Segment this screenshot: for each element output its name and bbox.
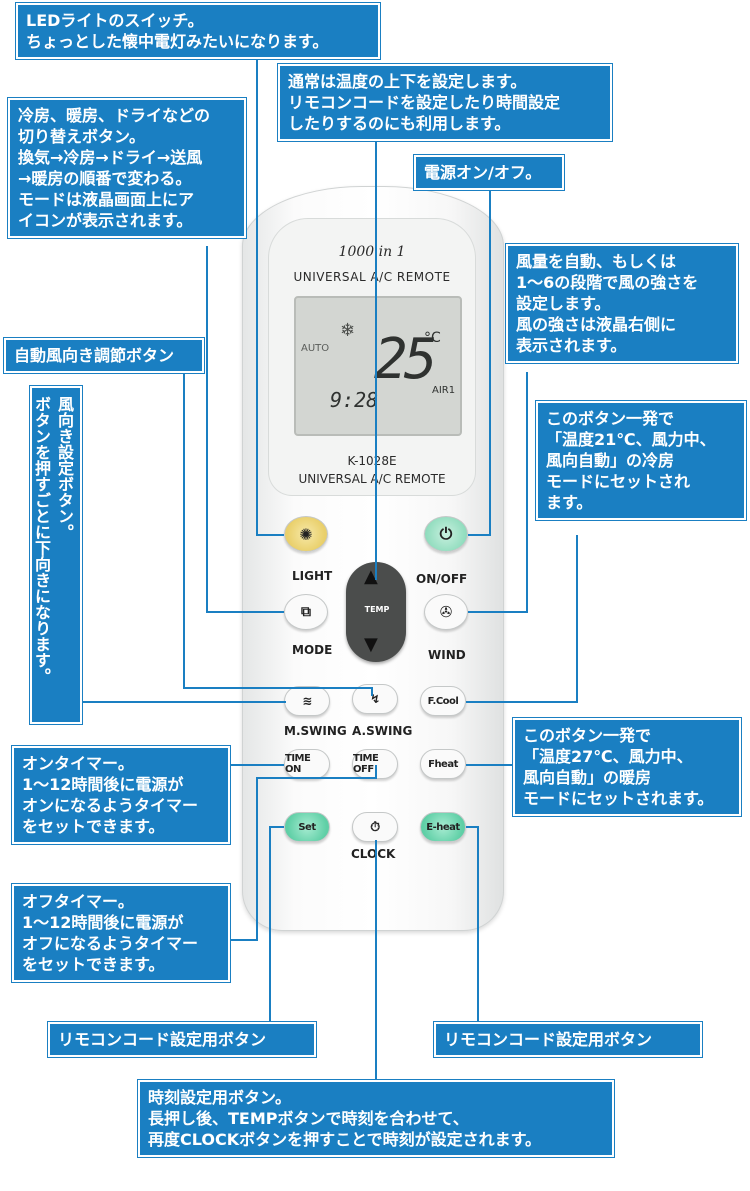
fcool-button[interactable]: F.Cool [420, 686, 466, 716]
callout-wind: 風量を自動、もしくは 1～6の段階で風の強さを 設定します。 風の強さは液晶右側… [506, 244, 738, 363]
eheat-button[interactable]: E-heat [420, 812, 466, 842]
fheat-button[interactable]: Fheat [420, 749, 466, 779]
lcd-temperature: 25 [374, 327, 437, 392]
brand-subtitle: UNIVERSAL A/C REMOTE [293, 270, 451, 284]
fan-icon: ❄ [340, 320, 356, 341]
leader-mode [206, 246, 284, 613]
temp-down-icon: ▼ [364, 634, 378, 655]
light-button[interactable]: ✺ [284, 516, 328, 552]
lcd-screen [294, 296, 462, 436]
clock-icon: ⏱ [370, 819, 380, 835]
callout-mode: 冷房、暖房、ドライなどの 切り替えボタン。 換気→冷房→ドライ→送風 →暖房の順… [8, 98, 246, 238]
swing-icon: ≋ [302, 694, 312, 708]
callout-clock: 時刻設定用ボタン。 長押し後、TEMPボタンで時刻を合わせて、 再度CLOCKボ… [138, 1080, 614, 1157]
leader-timeoff [224, 765, 377, 941]
lcd-mode: AUTO [301, 343, 330, 354]
auto-swing-icon: ↯ [370, 692, 380, 706]
callout-power: 電源オン/オフ。 [414, 155, 564, 190]
lightbulb-icon: ✺ [299, 524, 313, 544]
temp-label: TEMP [364, 605, 390, 614]
mode-icon: ⧉ [301, 604, 311, 620]
callout-fheat: このボタン一発で 「温度27℃、風力中、 風向自動」の暖房 モードにセットされま… [513, 718, 741, 816]
mswing-label: M.SWING [284, 724, 347, 738]
clock-button[interactable]: ⏱ [352, 812, 398, 842]
callout-mswing: 風向き設定ボタン。 ボタンを押すごとに下向きになります。 [30, 386, 82, 724]
mode-label: MODE [292, 643, 333, 657]
callout-temp: 通常は温度の上下を設定します。 リモコンコードを設定したり時間設定 したりするの… [278, 64, 612, 141]
leader-wind [468, 372, 528, 613]
callout-aswing: 自動風向き調節ボタン [4, 338, 204, 373]
leader-set [269, 826, 284, 1024]
mswing-button[interactable]: ≋ [284, 686, 330, 716]
lcd-unit: °C [424, 330, 441, 346]
onoff-label: ON/OFF [416, 572, 468, 586]
callout-timeon: オンタイマー。 1～12時間後に電源が オンになるようタイマー をセットできます… [12, 746, 230, 844]
clock-label: CLOCK [351, 847, 396, 861]
callout-light: LEDライトのスイッチ。 ちょっとした懐中電灯みたいになります。 [16, 3, 380, 59]
mode-button[interactable]: ⧉ [284, 594, 328, 630]
leader-aswing [183, 362, 373, 696]
wind-label: WIND [428, 648, 466, 662]
model-subtitle: UNIVERSAL A/C REMOTE [298, 472, 446, 486]
callout-timeoff: オフタイマー。 1～12時間後に電源が オフになるようタイマー をセットできます… [12, 884, 230, 982]
leader-power [468, 186, 491, 536]
light-label: LIGHT [292, 569, 333, 583]
fan-icon: ✇ [439, 603, 453, 621]
lcd-time: 9:28 [330, 388, 379, 412]
set-button[interactable]: Set [284, 812, 330, 842]
power-button[interactable]: ⏻ [424, 516, 468, 552]
callout-set: リモコンコード設定用ボタン [48, 1022, 316, 1057]
temp-up-icon: ▲ [364, 566, 378, 587]
model-number: K-1028E [347, 454, 397, 468]
leader-light [256, 43, 284, 536]
leader-fcool [466, 535, 578, 703]
timeoff-button[interactable]: TIME OFF [352, 749, 398, 779]
leader-eheat [466, 826, 479, 1024]
lcd-air-level: AIR1 [432, 385, 456, 396]
wind-button[interactable]: ✇ [424, 594, 468, 630]
brand-title: 1000 in 1 [338, 244, 406, 260]
callout-fcool: このボタン一発で 「温度21℃、風力中、 風向自動」の冷房 モードにセットされ … [536, 401, 746, 520]
aswing-label: A.SWING [352, 724, 413, 738]
callout-eheat: リモコンコード設定用ボタン [434, 1022, 702, 1057]
power-icon: ⏻ [439, 524, 453, 543]
